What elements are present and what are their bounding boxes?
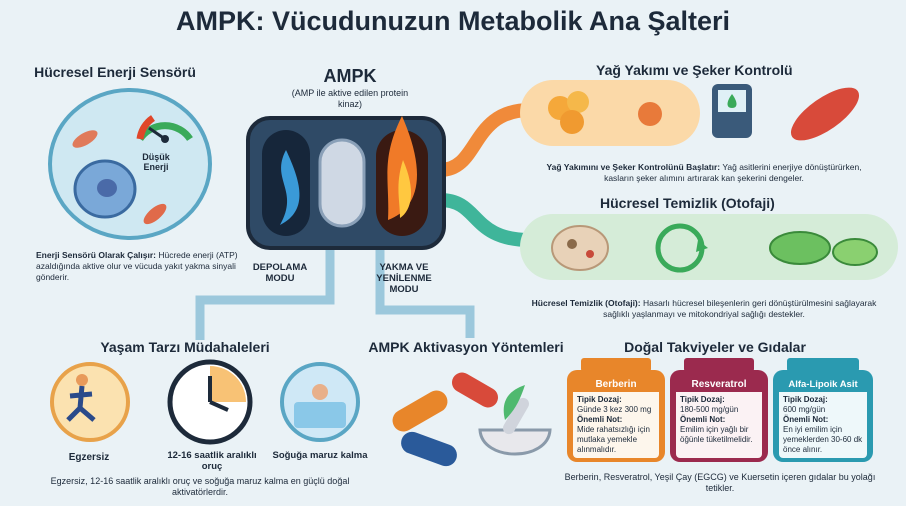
supplements-heading: Doğal Takviyeler ve Gıdalar [624, 339, 806, 355]
bottle-name: Alfa-Lipoik Asit [779, 378, 867, 392]
dose-value: 600 mg/gün [783, 405, 826, 414]
damaged-cell [551, 225, 609, 271]
gauge-label: Düşük Enerji [142, 152, 170, 172]
fat-cells [560, 110, 584, 134]
ampk-subtitle: (AMP ile aktive edilen protein kinaz) [291, 88, 409, 109]
page-title: AMPK: Vücudunuzun Metabolik Ana Şalteri [175, 6, 731, 36]
fat-burn-desc-text: Yağ asitlerini enerjiye dönüştürürken, k… [604, 162, 862, 183]
sensor-desc-bold: Enerji Sensörü Olarak Çalışır: [36, 250, 156, 260]
dose-label: Tipik Dozaj: [680, 395, 725, 404]
mortar-icon [478, 428, 552, 456]
lifestyle-description: Egzersiz, 12-16 saatlik aralıklı oruç ve… [50, 476, 350, 497]
note-label: Önemli Not: [783, 415, 829, 424]
note-value: Emilim için yağlı bir öğünle tüketilmeli… [680, 425, 753, 444]
exercise-icon [50, 362, 130, 442]
switch-lever [318, 138, 366, 228]
autophagy-illustration [520, 214, 898, 280]
lifestyle-item-fasting: 12-16 saatlik aralıklı oruç [167, 450, 257, 472]
lifestyle-item-cold: Soğuğa maruz kalma [272, 450, 368, 461]
autophagy-desc-bold: Hücresel Temizlik (Otofaji): [531, 298, 641, 308]
left-pipe [195, 248, 335, 340]
lifestyle-illustration [50, 359, 360, 445]
fat-burn-illustration [520, 80, 860, 146]
bottle-resveratrol: Resveratrol Tipik Dozaj: 180-500 mg/gün … [670, 358, 768, 462]
fat-burn-heading: Yağ Yakımı ve Şeker Kontrolü [596, 62, 793, 78]
capsule-orange [392, 390, 448, 432]
storage-mode-label: DEPOLAMA MODU [252, 262, 308, 284]
bottle-cap [684, 358, 754, 372]
burn-mode-label: YAKMA VE YENİLENME MODU [376, 262, 432, 295]
dose-value: 180-500 mg/gün [680, 405, 739, 414]
lifestyle-item-exercise: Egzersiz [68, 452, 110, 463]
sensor-heading: Hücresel Enerji Sensörü [34, 64, 196, 80]
teal-pipe [439, 193, 531, 247]
dose-label: Tipik Dozaj: [577, 395, 622, 404]
fat-burn-description: Yağ Yakımını ve Şeker Kontrolünü Başlatı… [544, 162, 864, 184]
autophagy-description: Hücresel Temizlik (Otofaji): Hasarlı hüc… [526, 298, 882, 320]
bottle-name: Berberin [573, 378, 659, 392]
bottle-cap [581, 358, 651, 372]
leaf-icon [503, 385, 525, 420]
right-pipe [375, 248, 475, 338]
autophagy-desc-text: Hasarlı hücresel bileşenlerin geri dönüş… [603, 298, 877, 319]
lifestyle-heading: Yaşam Tarzı Müdahaleleri [100, 339, 270, 355]
methods-heading: AMPK Aktivasyon Yöntemleri [368, 339, 564, 355]
cell-illustration [48, 88, 212, 240]
capsule-blue [401, 431, 457, 467]
note-label: Önemli Not: [577, 415, 623, 424]
mitochondria-icon [769, 231, 831, 265]
bottle-name: Resveratrol [676, 378, 762, 392]
supplements-description: Berberin, Resveratrol, Yeşil Çay (EGCG) … [564, 472, 876, 493]
ampk-switch-illustration [246, 116, 446, 250]
note-value: Mide rahatsızlığı için mutlaka yemekle a… [577, 425, 650, 454]
pills-mortar-illustration [392, 372, 552, 467]
bottle-alpha-lipoic-acid: Alfa-Lipoik Asit Tipik Dozaj: 600 mg/gün… [773, 358, 873, 462]
mitochondrion [143, 203, 167, 225]
fat-burst [638, 102, 662, 126]
muscle-icon [790, 87, 860, 141]
warm-pipe [439, 103, 531, 177]
bottle-cap [787, 358, 859, 372]
sensor-desc-text: Hücrede enerji (ATP) azaldığında aktive … [36, 250, 238, 282]
dose-value: Günde 3 kez 300 mg [577, 405, 652, 414]
bottle-berberine: Berberin Tipik Dozaj: Günde 3 kez 300 mg… [567, 358, 665, 462]
autophagy-heading: Hücresel Temizlik (Otofaji) [600, 195, 775, 211]
ampk-heading: AMPK [323, 66, 377, 86]
dose-label: Tipik Dozaj: [783, 395, 828, 404]
note-label: Önemli Not: [680, 415, 726, 424]
sensor-description: Enerji Sensörü Olarak Çalışır: Hücrede e… [36, 250, 246, 283]
fat-burn-desc-bold: Yağ Yakımını ve Şeker Kontrolünü Başlatı… [546, 162, 721, 172]
note-value: En iyi emilim için yemeklerden 30-60 dk … [783, 425, 863, 454]
